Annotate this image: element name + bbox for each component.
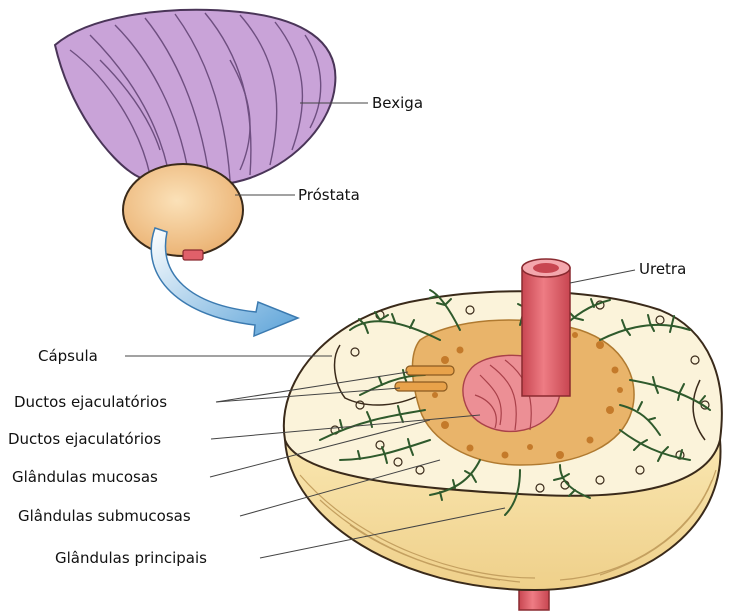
prostate-cross-section — [284, 259, 722, 610]
label-bexiga: Bexiga — [372, 94, 423, 112]
label-uretra: Uretra — [639, 260, 686, 278]
label-glandulas-mucosas: Glândulas mucosas — [12, 468, 158, 486]
urethra-top — [522, 259, 570, 396]
label-ductos-ejaculatorios-1: Ductos ejaculatórios — [14, 393, 167, 411]
urethra-stub — [183, 250, 203, 260]
bladder — [55, 10, 335, 187]
prostate — [123, 164, 243, 260]
label-ductos-ejaculatorios-2: Ductos ejaculatórios — [8, 430, 161, 448]
label-capsula: Cápsula — [38, 347, 98, 365]
label-glandulas-submucosas: Glândulas submucosas — [18, 507, 191, 525]
label-prostata: Próstata — [298, 186, 360, 204]
label-glandulas-principais: Glândulas principais — [55, 549, 207, 567]
